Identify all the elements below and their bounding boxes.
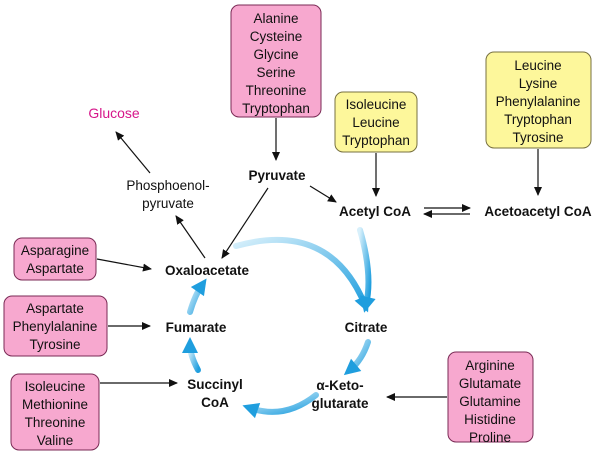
box-ketoglutarate-amino-acids: Arginine Glutamate Glutamine Histidine P…: [447, 351, 534, 445]
succinyl-coa-label: Succinyl: [187, 377, 243, 392]
box-acetyl-coa-amino-acids: Isoleucine Leucine Tryptophan: [334, 91, 418, 153]
amino-acid-label: Proline: [469, 430, 511, 445]
amino-acid-label: Valine: [37, 433, 74, 448]
cycle-arrow-ketoglutarate-to-succinyl-coa: [242, 392, 319, 419]
amino-acid-label: Leucine: [352, 115, 399, 130]
amino-acid-label: Methionine: [22, 397, 88, 412]
alpha-ketoglutarate-label: α-Keto-: [316, 378, 363, 393]
amino-acid-label: Tryptophan: [342, 133, 410, 148]
amino-acid-label: Asparagine: [21, 243, 89, 258]
box-succinyl-coa-amino-acids: Isoleucine Methionine Threonine Valine: [10, 373, 100, 451]
amino-acid-label: Lysine: [519, 76, 558, 91]
box-acetoacetyl-coa-amino-acids: Leucine Lysine Phenylalanine Tryptophan …: [485, 51, 592, 149]
amino-acid-label: Tyrosine: [512, 130, 563, 145]
arrow-pyruvate-to-acetyl-coa: [309, 185, 337, 203]
acetyl-coa-label: Acetyl CoA: [339, 204, 411, 219]
arrow-box-to-oxaloacetate: [96, 258, 152, 272]
amino-acid-label: Phenylalanine: [496, 94, 581, 109]
amino-acid-label: Leucine: [514, 58, 561, 73]
amino-acid-label: Aspartate: [26, 301, 84, 316]
arrow-pep-to-glucose: [115, 131, 151, 174]
citrate-label: Citrate: [345, 320, 388, 335]
cycle-arrow-citrate-to-ketoglutarate: [343, 339, 371, 376]
arrow-pyruvate-to-oxaloacetate: [221, 187, 269, 259]
amino-acid-label: Tryptophan: [504, 112, 572, 127]
cycle-arrow-acetyl-coa-to-citrate: [357, 227, 376, 313]
amino-acid-label: Arginine: [465, 358, 515, 373]
glucose-label: Glucose: [88, 105, 140, 121]
cycle-arrow-fumarate-to-oxaloacetate: [187, 278, 207, 315]
acetoacetyl-coa-label: Acetoacetyl CoA: [484, 204, 592, 219]
amino-acid-label: Isoleucine: [346, 97, 407, 112]
box-pyruvate-amino-acids: Alanine Cysteine Glycine Serine Threonin…: [230, 4, 322, 118]
amino-acid-label: Tyrosine: [29, 337, 80, 352]
box-fumarate-amino-acids: Aspartate Phenylalanine Tyrosine: [3, 295, 108, 357]
amino-acid-label: Cysteine: [250, 29, 303, 44]
amino-acid-label: Threonine: [246, 83, 307, 98]
amino-acid-label: Glycine: [253, 47, 298, 62]
phosphoenolpyruvate-label: pyruvate: [142, 196, 194, 211]
phosphoenolpyruvate-label: Phosphoenol-: [126, 178, 209, 193]
box-oxaloacetate-amino-acids: Asparagine Aspartate: [13, 237, 97, 281]
amino-acid-label: Isoleucine: [25, 379, 86, 394]
amino-acid-label: Tryptophan: [242, 101, 310, 116]
arrow-oxaloacetate-to-pep: [175, 215, 206, 259]
amino-acid-label: Glutamate: [459, 376, 521, 391]
pyruvate-label: Pyruvate: [248, 168, 306, 183]
amino-acid-label: Aspartate: [26, 261, 84, 276]
amino-acid-label: Threonine: [25, 415, 86, 430]
amino-acid-label: Histidine: [464, 412, 516, 427]
amino-acid-label: Alanine: [253, 11, 298, 26]
cycle-arrow-succinyl-coa-to-fumarate: [182, 337, 201, 373]
amino-acid-label: Serine: [256, 65, 295, 80]
succinyl-coa-label: CoA: [201, 395, 229, 410]
amino-acid-label: Phenylalanine: [13, 319, 98, 334]
fumarate-label: Fumarate: [166, 320, 227, 335]
cycle-arrow-oxaloacetate-to-citrate: [233, 236, 370, 313]
oxaloacetate-label: Oxaloacetate: [165, 263, 250, 278]
amino-acid-label: Glutamine: [459, 394, 521, 409]
alpha-ketoglutarate-label: glutarate: [311, 396, 369, 411]
